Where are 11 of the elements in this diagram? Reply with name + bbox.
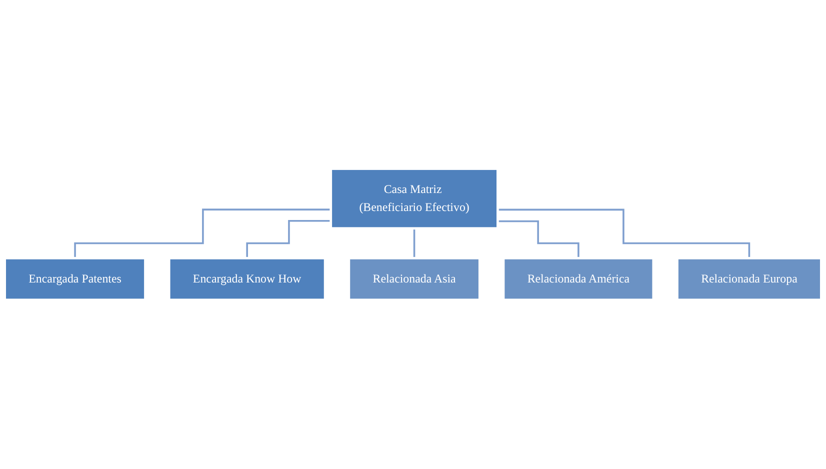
node-box: Relacionada América — [502, 257, 655, 302]
connector — [498, 208, 750, 260]
connector — [413, 228, 416, 260]
connector — [74, 208, 331, 260]
node-box: Relacionada Asia — [348, 257, 481, 302]
connector — [246, 220, 331, 260]
connector — [498, 220, 580, 260]
node-box: Relacionada Europa — [676, 257, 822, 302]
node-box: Casa Matriz (Beneficiario Efectivo) — [330, 168, 499, 230]
node-box: Encargada Patentes — [4, 257, 146, 302]
node-box: Encargada Know How — [168, 257, 326, 302]
